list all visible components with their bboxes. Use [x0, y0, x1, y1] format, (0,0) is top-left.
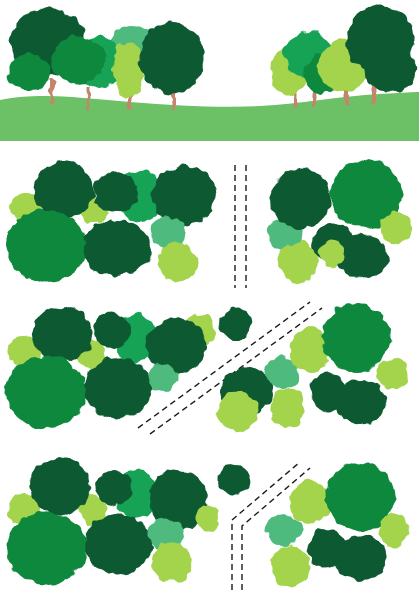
tree-canopy [152, 542, 192, 582]
tree-canopy [278, 242, 318, 282]
tree-canopy [112, 42, 144, 98]
tree-canopy [84, 358, 152, 418]
tree-canopy [364, 48, 416, 92]
tree-canopy [34, 162, 94, 218]
tree-canopy [96, 470, 132, 506]
footpath-straight [235, 165, 246, 288]
tree-canopy [196, 504, 220, 532]
tree-canopy [6, 210, 86, 282]
plan-panel-bent [6, 458, 410, 590]
plan-panel-diagonal [6, 302, 408, 434]
tree-cluster-left [6, 162, 216, 282]
tree-cluster-left [6, 458, 250, 584]
tree-canopy [290, 480, 330, 524]
tree-canopy [270, 388, 306, 428]
tree-canopy [320, 240, 344, 268]
tree-canopy [32, 306, 92, 362]
tree-canopy [270, 546, 310, 586]
tree-cluster-right [268, 160, 412, 282]
tree-cluster-right [266, 462, 410, 586]
trunk [50, 80, 54, 104]
tree-canopy [140, 22, 204, 94]
tree-canopy [152, 166, 216, 226]
tree-canopy [218, 392, 258, 432]
tree-canopy [376, 358, 408, 390]
tree-canopy [334, 536, 386, 580]
tree-canopy [94, 312, 130, 348]
tree-canopy [158, 242, 198, 282]
tree-canopy [378, 514, 410, 546]
trunk [86, 86, 90, 110]
tree-canopy [380, 212, 412, 244]
tree-canopy [270, 168, 330, 228]
right-tree-cluster [270, 6, 416, 108]
side-view-panel [0, 6, 419, 141]
tree-canopy [82, 220, 150, 276]
tree-canopy [6, 356, 86, 428]
tree-canopy [334, 380, 386, 424]
tree-canopy [322, 304, 390, 372]
tree-canopy [220, 308, 252, 340]
tree-canopy [30, 458, 90, 514]
plan-panel-straight [6, 160, 412, 288]
tree-cluster-left [6, 306, 252, 428]
tree-canopy [84, 514, 152, 574]
tree-canopy [52, 36, 104, 84]
tree-canopy [94, 172, 138, 212]
tree-canopy [6, 512, 86, 584]
tree-canopy [218, 464, 250, 496]
tree-canopy [266, 514, 302, 546]
tree-canopy [8, 54, 52, 90]
left-tree-cluster [8, 8, 204, 110]
grass-ground [0, 92, 419, 141]
